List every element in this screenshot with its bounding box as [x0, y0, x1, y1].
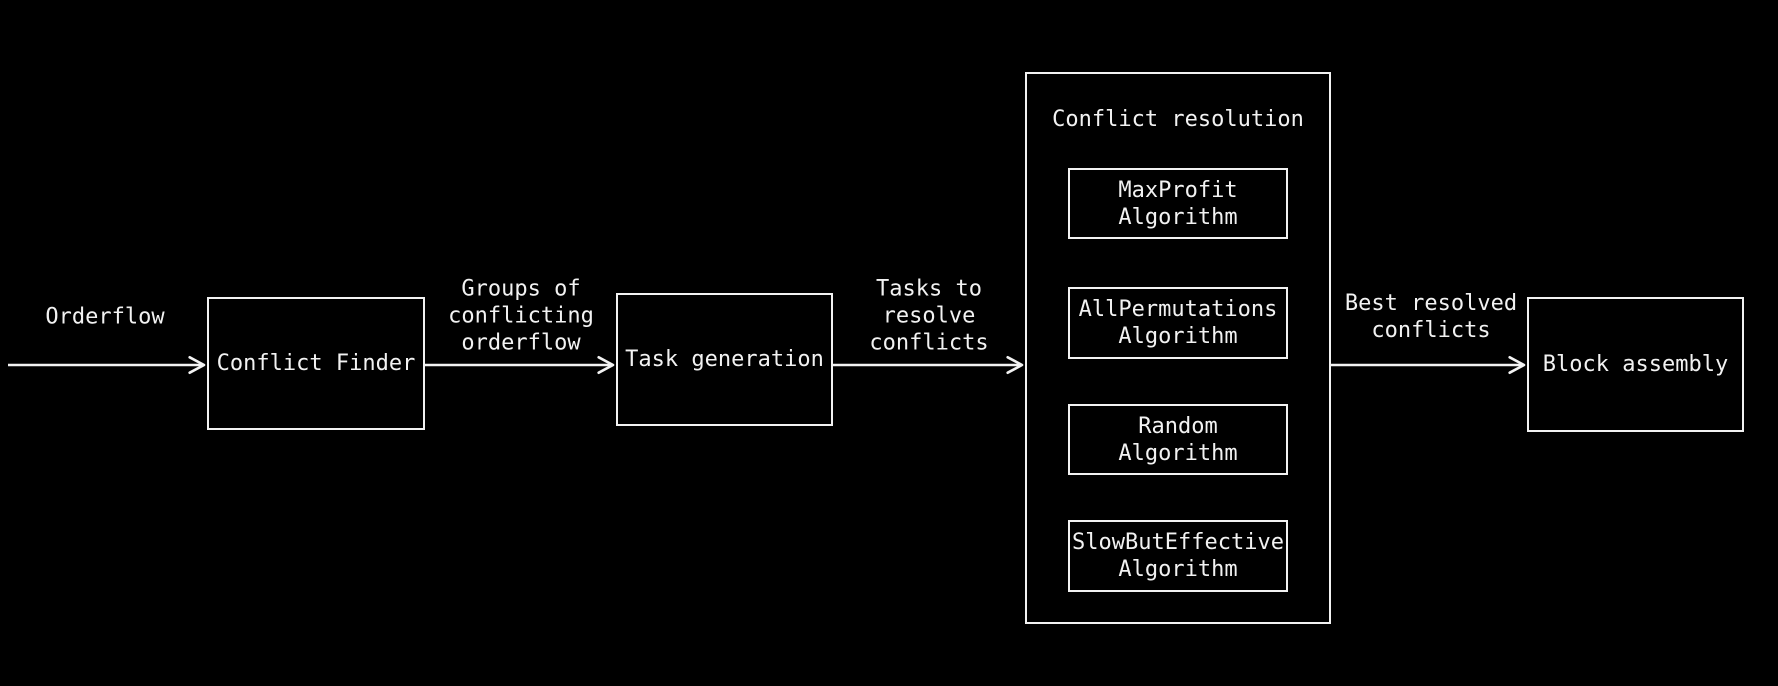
edge-label-tasks-to-resolve-conflicts: Tasks to resolve conflicts [869, 276, 989, 356]
conflict-resolution-title: Conflict resolution [1052, 107, 1304, 132]
node-block-assembly: Block assembly [1527, 297, 1744, 432]
node-conflict-finder: Conflict Finder [207, 297, 425, 430]
algo-box-random: Random Algorithm [1068, 404, 1288, 475]
algo-box-maxprofit: MaxProfit Algorithm [1068, 168, 1288, 239]
edge-label-best-resolved-conflicts: Best resolved conflicts [1344, 291, 1518, 343]
conflict-resolution-container: Conflict resolution MaxProfit Algorithm … [1025, 72, 1331, 624]
edge-label-orderflow: Orderflow [45, 304, 165, 330]
algo-box-slowbuteffective: SlowButEffective Algorithm [1068, 520, 1288, 592]
node-task-generation: Task generation [616, 293, 833, 426]
algo-box-allpermutations: AllPermutations Algorithm [1068, 287, 1288, 359]
edge-label-groups-of-conflicting-orderflow: Groups of conflicting orderflow [448, 276, 594, 356]
